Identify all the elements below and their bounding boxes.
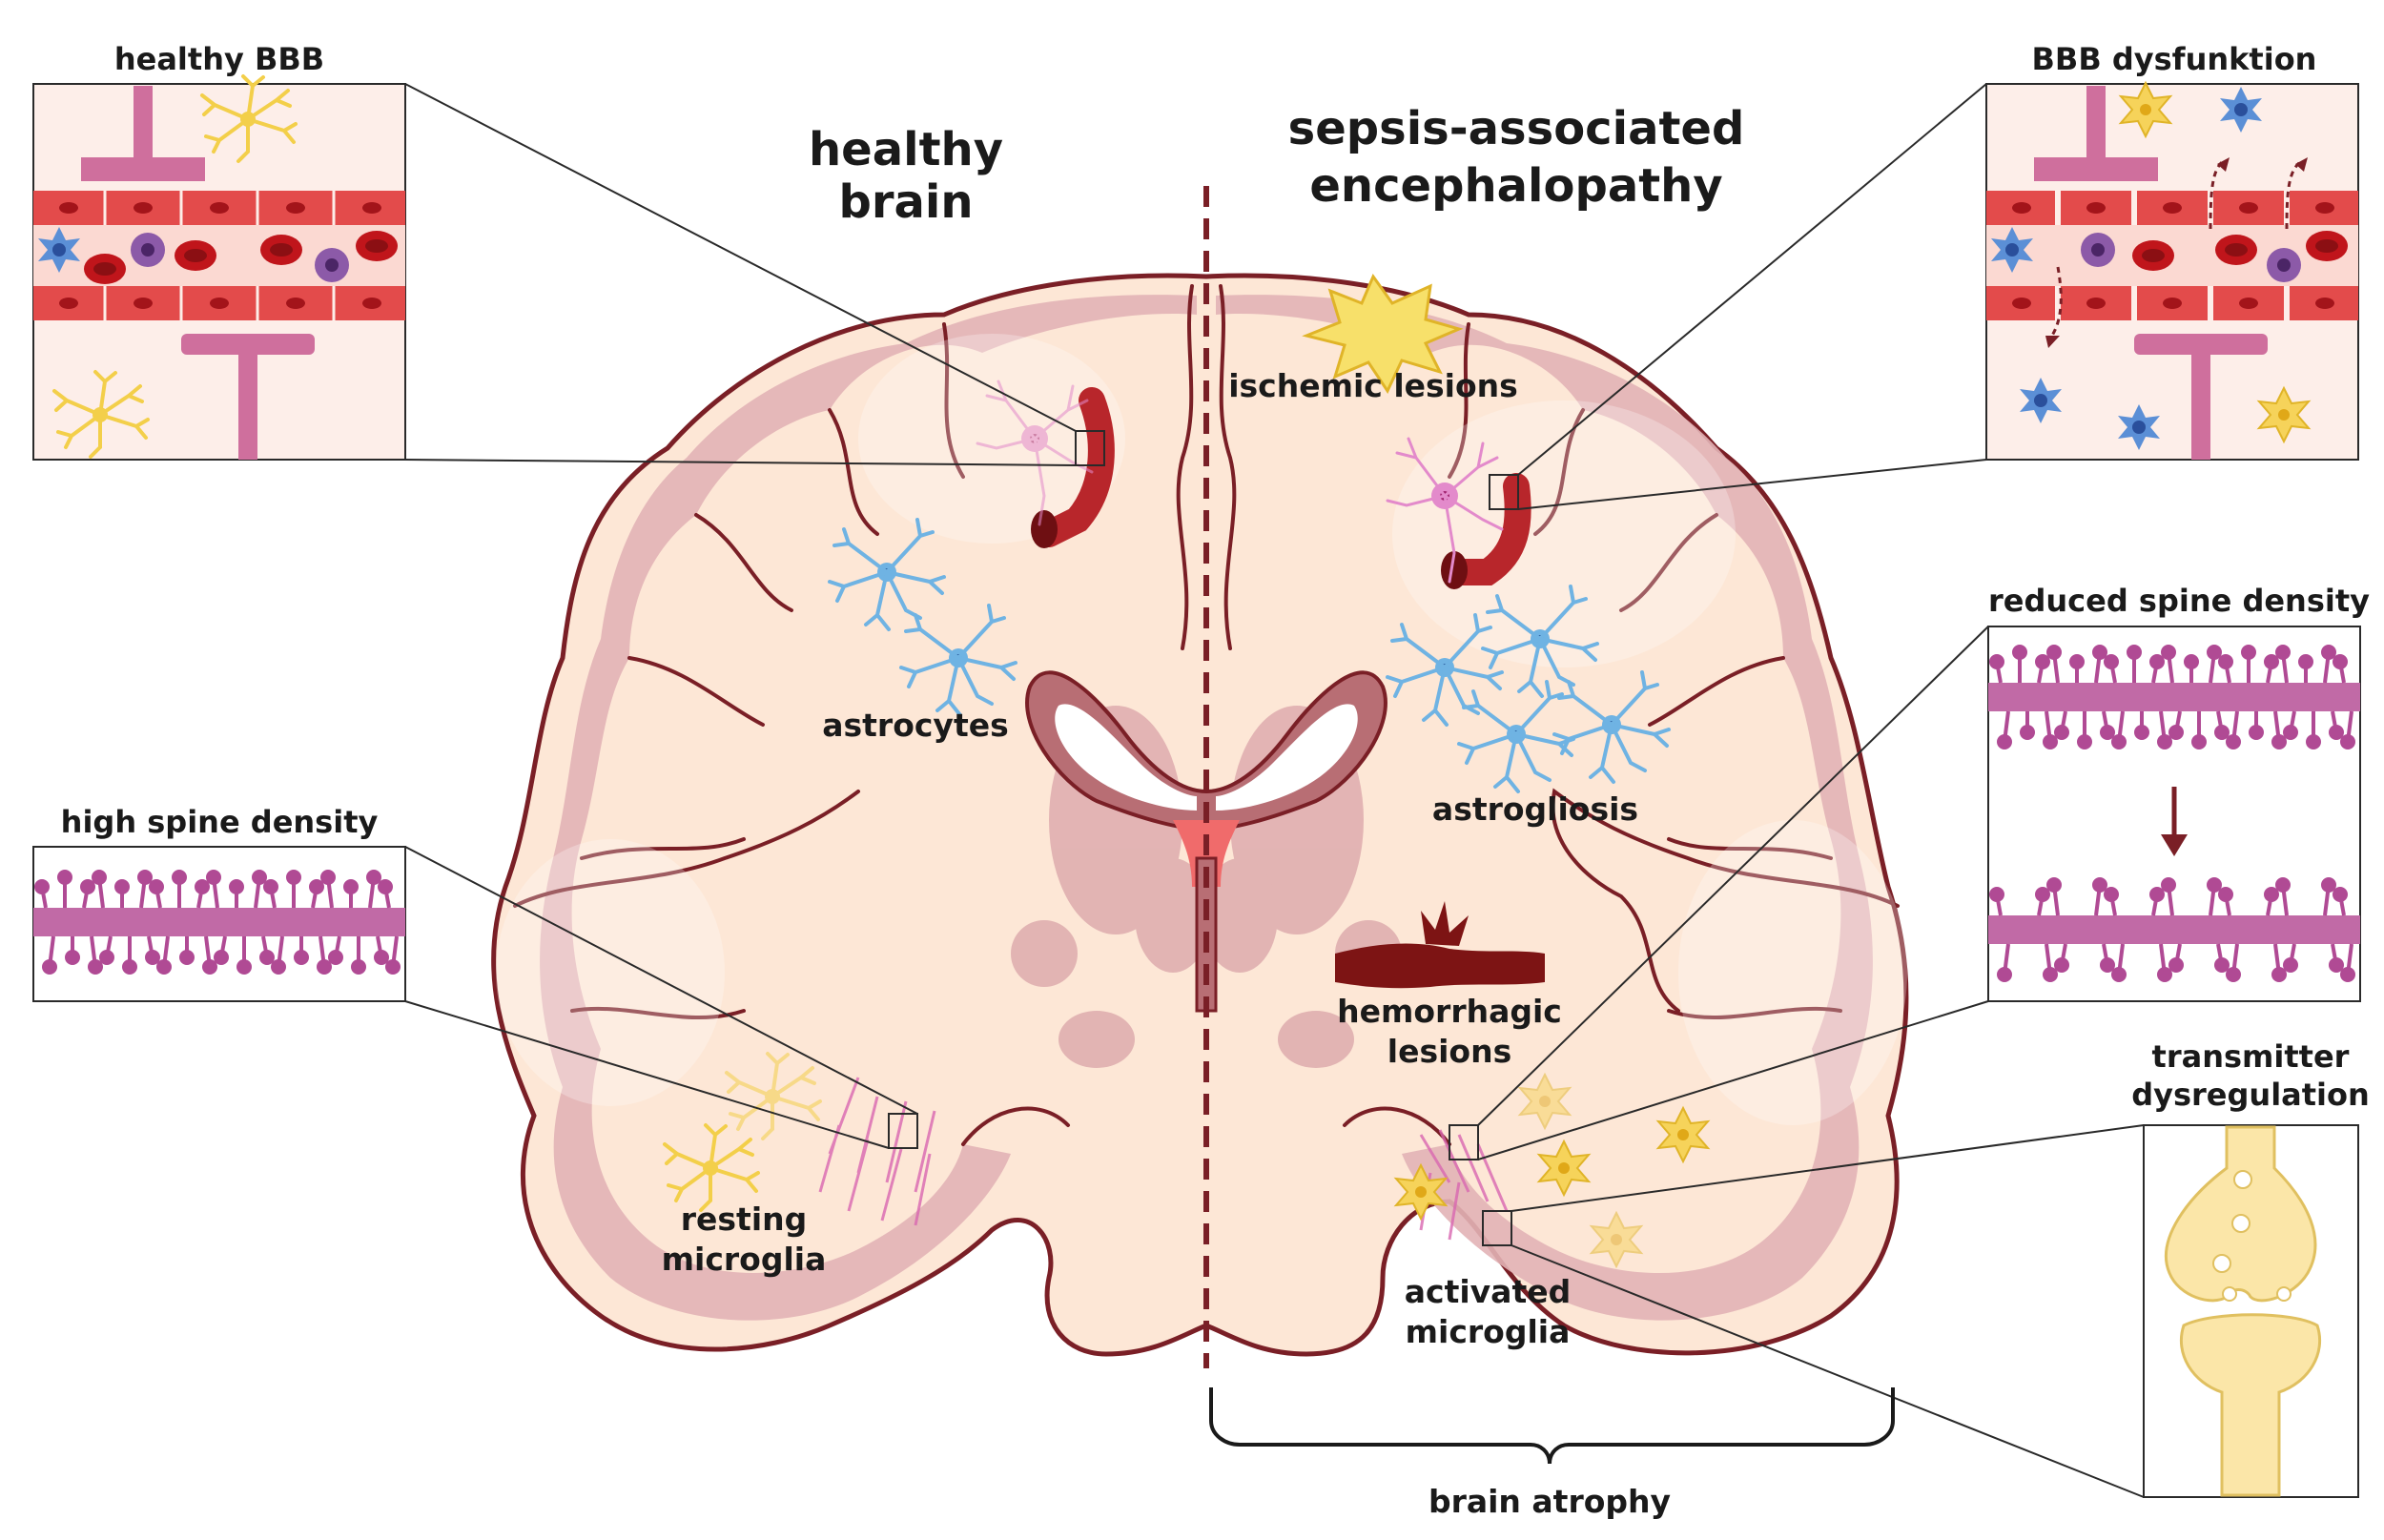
label-hemorrhagic-line2: lesions [1387,1033,1512,1070]
label-hemorrhagic-line1: hemorrhagic [1337,993,1562,1030]
label-healthy-bbb: healthy BBB [113,41,325,77]
label-astrogliosis: astrogliosis [1431,791,1639,828]
dendritic-spine [2241,645,2264,740]
dendritic-spine [2092,645,2115,740]
dendritic-spine [2298,654,2321,749]
dendritic-spine [2218,887,2241,982]
label-activated-line2: microglia [1405,1313,1571,1350]
inset-transmitter-dysregulation [2143,1124,2359,1498]
dendritic-spine [2092,877,2115,973]
dendritic-spine [2207,877,2230,973]
neuron-cluster-left [818,1077,936,1226]
label-activated-line1: activated [1404,1273,1572,1310]
brain-coronal-section [491,273,1909,1357]
dendritic-spine [2321,645,2344,740]
zoom-connectors [404,83,2145,1498]
dendritic-spine [2035,654,2058,749]
dendritic-spine [2127,645,2149,740]
title-sae-line2: encephalopathy [1309,159,1723,213]
dendritic-spine [2149,654,2172,749]
dendritic-spine [206,870,229,965]
dendritic-spine [2012,645,2035,740]
dendritic-spine [2264,654,2287,749]
inset-bbb-dysfunction [1985,82,2359,461]
label-bbb-dysfunction: BBB dysfunktion [2031,41,2317,77]
dendritic-spine [2321,877,2344,973]
dendritic-spine [343,879,366,975]
title-healthy-brain: healthy brain [809,123,1003,230]
label-ischemic-lesions: ischemic lesions [1228,367,1518,404]
dendritic-spine [286,870,309,965]
dendritic-spine [2333,887,2355,982]
dendritic-spine [309,879,332,975]
dendritic-spine [172,870,195,965]
dendritic-spine [2218,654,2241,749]
label-resting-line1: resting [680,1201,808,1238]
label-transmitter-line2: dysregulation [2131,1077,2370,1113]
dendritic-spine [366,870,389,965]
dendritic-spine [1989,887,2012,982]
label-high-spine-density: high spine density [60,804,379,840]
ischemic-lesion-icon [1302,273,1464,395]
dendritic-spine [195,879,217,975]
dendritic-spine [2275,645,2298,740]
label-resting-line2: microglia [661,1241,827,1278]
dendritic-spine [57,870,80,965]
title-sae-line1: sepsis-associated [1287,102,1745,155]
dendritic-spine [2035,887,2058,982]
atrophy-bracket [1209,1387,1895,1465]
dendritic-spine [320,870,343,965]
label-astrocytes: astrocytes [822,707,1009,744]
label-reduced-spine-density: reduced spine density [1988,583,2370,619]
dendritic-spine [252,870,275,965]
inset-reduced-spine-density [1987,626,2361,1002]
dendritic-spine [80,879,103,975]
inset-healthy-bbb [32,74,406,461]
dendritic-spine [378,879,401,975]
dendritic-spine [263,879,286,975]
neuron-cluster-right [1419,1129,1509,1241]
dendritic-spine [2046,877,2069,973]
dendritic-spine [2275,877,2298,973]
label-brain-atrophy: brain atrophy [1428,1483,1672,1520]
label-transmitter-line1: transmitter [2151,1038,2350,1075]
artery-left-icon [1031,387,1115,548]
dendritic-spine [2161,645,2184,740]
inset-high-spine-density [32,846,406,1002]
dendritic-spine [149,879,172,975]
dendritic-spine [2149,887,2172,982]
dendritic-spine [2104,887,2127,982]
hemorrhagic-lesion-icon [1335,901,1545,989]
dendritic-spine [2104,654,2127,749]
dendritic-spine [2333,654,2355,749]
dendritic-spine [2046,645,2069,740]
dendritic-spine [2184,654,2207,749]
dendritic-spine [34,879,57,975]
dendritic-spine [229,879,252,975]
dendritic-spine [1989,654,2012,749]
dendritic-spine [2161,877,2184,973]
dendritic-spine [2207,645,2230,740]
dendritic-spine [2069,654,2092,749]
dendritic-spine [2264,887,2287,982]
dendritic-spine [92,870,114,965]
dendritic-spine [137,870,160,965]
dendritic-spine [114,879,137,975]
